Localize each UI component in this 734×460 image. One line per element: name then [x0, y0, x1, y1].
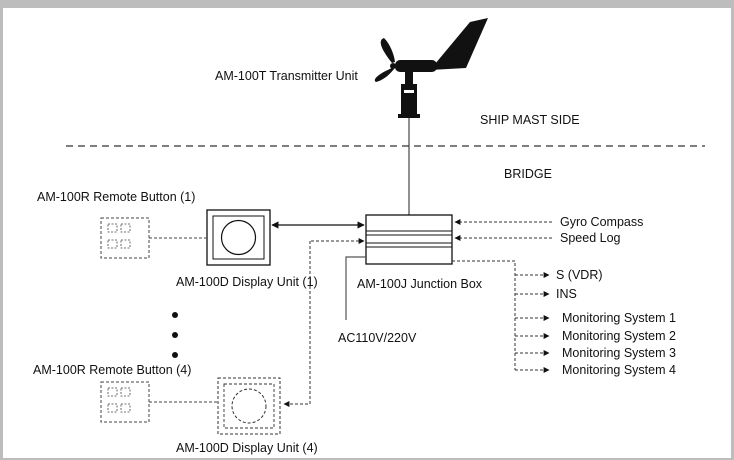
gyro-compass-label: Gyro Compass — [560, 215, 644, 229]
ins-label: INS — [556, 287, 577, 301]
display-unit-4-label: AM-100D Display Unit (4) — [176, 441, 318, 455]
remote-button-1 — [100, 217, 150, 259]
more-units-ellipsis — [172, 312, 178, 358]
transmitter-unit-icon — [374, 18, 488, 118]
monitoring-system-3-label: Monitoring System 3 — [562, 346, 676, 360]
ship-mast-side-label: SHIP MAST SIDE — [480, 113, 580, 127]
vdr-label: S (VDR) — [556, 268, 603, 282]
power-supply-label: AC110V/220V — [338, 331, 417, 345]
speed-log-label: Speed Log — [560, 231, 621, 245]
junction-box — [365, 214, 453, 265]
remote-button-4-label: AM-100R Remote Button (4) — [33, 363, 192, 377]
bridge-label: BRIDGE — [504, 167, 552, 181]
remote-button-4 — [100, 381, 150, 423]
monitoring-system-1-label: Monitoring System 1 — [562, 311, 676, 325]
remote-button-1-label: AM-100R Remote Button (1) — [37, 190, 196, 204]
junction-box-label: AM-100J Junction Box — [357, 277, 483, 291]
transmitter-label: AM-100T Transmitter Unit — [215, 69, 358, 83]
display-unit-4 — [217, 377, 281, 435]
display-unit-1-label: AM-100D Display Unit (1) — [176, 275, 318, 289]
monitoring-system-2-label: Monitoring System 2 — [562, 329, 676, 343]
monitoring-system-4-label: Monitoring System 4 — [562, 363, 676, 377]
display-unit-1 — [206, 209, 271, 266]
